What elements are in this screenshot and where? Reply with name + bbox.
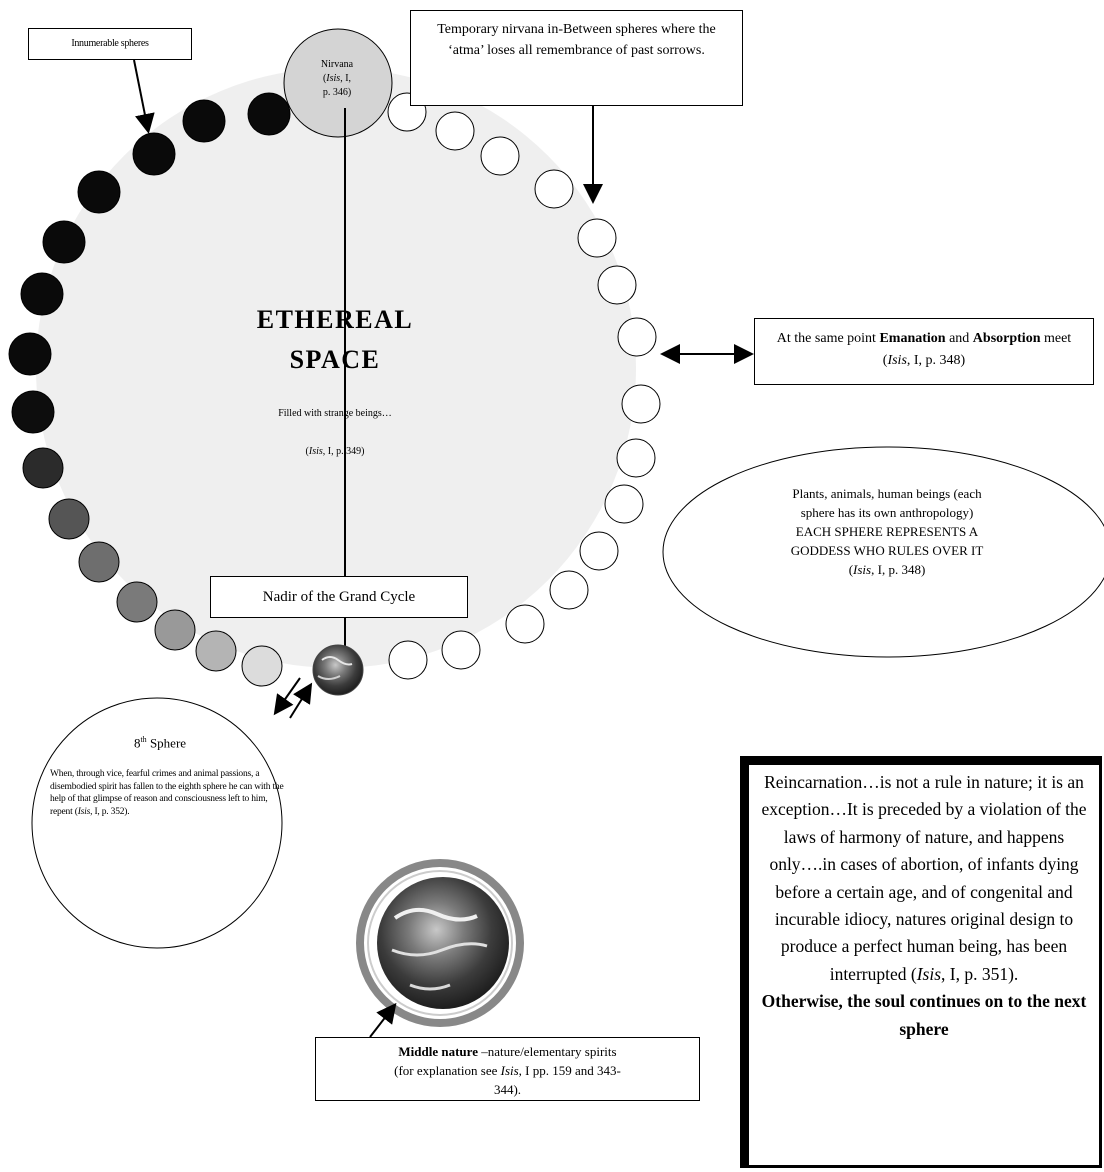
dark-sphere (116, 581, 158, 623)
arrow-innumerable (133, 59, 155, 134)
dark-sphere (195, 630, 237, 672)
ethereal-space-circle (36, 68, 636, 668)
dark-sphere (42, 220, 86, 264)
middle-nature-label: Middle nature –nature/elementary spirits… (315, 1037, 700, 1101)
light-sphere (579, 531, 619, 571)
light-sphere (604, 484, 644, 524)
light-sphere (435, 111, 475, 151)
nirvana-title: Nirvana (320, 59, 354, 70)
dark-sphere (8, 332, 52, 376)
dark-sphere (77, 170, 121, 214)
innumerable-spheres-label: Innumerable spheres (28, 28, 192, 60)
nirvana-circle (283, 28, 393, 138)
temporary-nirvana-label: Temporary nirvana in-Between spheres whe… (410, 10, 743, 106)
plants-animals-label: Plants, animals, human beings (each sphe… (790, 486, 984, 577)
dark-sphere (22, 447, 64, 489)
light-sphere (549, 570, 589, 610)
emanation-absorption-label: At the same point Emanation and Absorpti… (754, 318, 1094, 385)
dark-sphere (241, 645, 283, 687)
light-sphere (597, 265, 637, 305)
nirvana-label: Nirvana (Isis, I, p. 346) (290, 58, 384, 100)
dark-sphere (182, 99, 226, 143)
light-sphere (621, 384, 661, 424)
light-sphere (577, 218, 617, 258)
eighth-sphere-circle (31, 697, 283, 949)
dark-sphere (78, 541, 120, 583)
nadir-label: Nadir of the Grand Cycle (210, 576, 468, 618)
dark-sphere (48, 498, 90, 540)
ethereal-space-subtitle: Filled with strange beings… (278, 408, 392, 419)
light-sphere (505, 604, 545, 644)
earth-large-icon (356, 859, 524, 1027)
dark-sphere (247, 92, 291, 136)
light-sphere (617, 317, 657, 357)
arrow-middle-nature (369, 1002, 397, 1038)
reincarnation-quote-box: Reincarnation…is not a rule in nature; i… (740, 756, 1102, 1168)
light-sphere (534, 169, 574, 209)
arrow-eighth-2 (289, 682, 313, 719)
nirvana-cite-page: p. 346) (322, 87, 352, 98)
dark-sphere (132, 132, 176, 176)
light-sphere (616, 438, 656, 478)
ethereal-space-cite: (Isis, I, p. 349) (305, 446, 365, 457)
dark-sphere (11, 390, 55, 434)
innumerable-spheres-arc (8, 92, 291, 687)
dark-sphere (154, 609, 196, 651)
eighth-sphere-title: 8th Sphere (133, 735, 187, 751)
light-sphere (388, 640, 428, 680)
light-spheres-arc (387, 92, 661, 680)
nirvana-cite: (Isis, I, (322, 73, 352, 84)
light-sphere (441, 630, 481, 670)
dark-sphere (20, 272, 64, 316)
ethereal-space-title: ETHEREAL SPACE (256, 305, 414, 374)
earth-globe-icon (312, 644, 364, 696)
plants-ellipse (662, 446, 1104, 658)
eighth-sphere-body: When, through vice, fearful crimes and a… (50, 769, 284, 817)
light-sphere (480, 136, 520, 176)
